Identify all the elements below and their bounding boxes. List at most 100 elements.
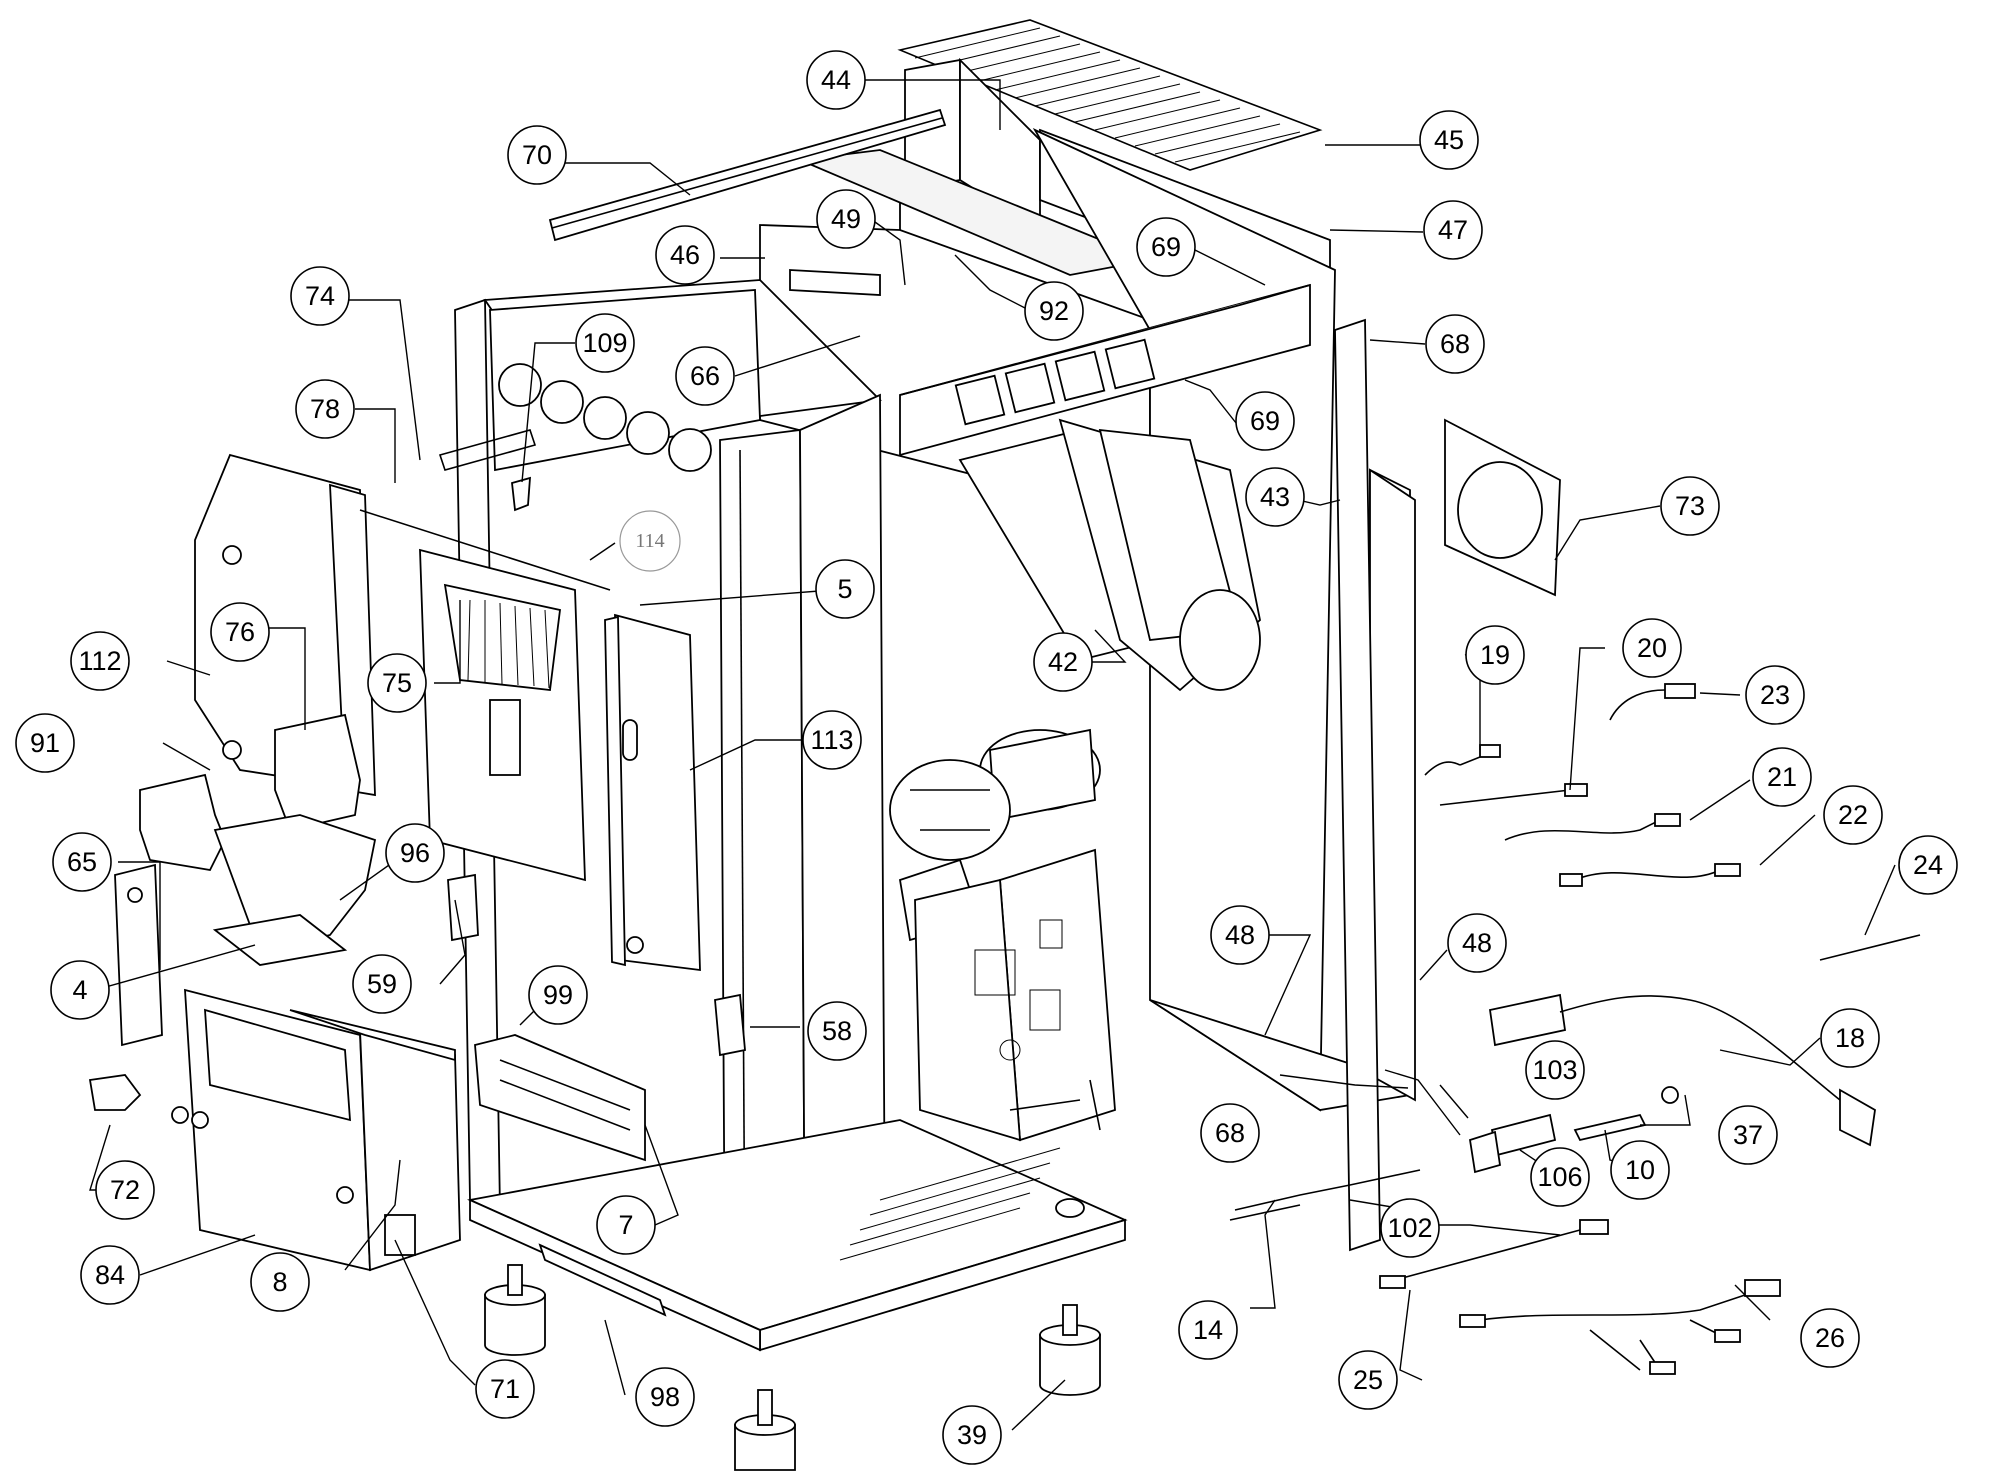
svg-text:96: 96 — [400, 838, 430, 868]
callout-76: 76 — [210, 602, 270, 662]
feet — [484, 1264, 1101, 1471]
svg-text:44: 44 — [821, 65, 851, 95]
svg-text:5: 5 — [837, 574, 852, 604]
svg-text:103: 103 — [1532, 1055, 1577, 1085]
svg-text:70: 70 — [522, 140, 552, 170]
svg-text:92: 92 — [1039, 296, 1069, 326]
svg-text:74: 74 — [305, 281, 335, 311]
svg-text:48: 48 — [1462, 928, 1492, 958]
svg-text:4: 4 — [72, 975, 87, 1005]
svg-text:106: 106 — [1537, 1162, 1582, 1192]
fan-duct-assembly — [958, 418, 1261, 692]
svg-text:48: 48 — [1225, 920, 1255, 950]
leader-lines — [89, 79, 1896, 1431]
callout-70: 70 — [507, 125, 567, 185]
svg-text:22: 22 — [1838, 800, 1868, 830]
callout-25: 25 — [1338, 1350, 1398, 1410]
callout-21: 21 — [1752, 747, 1812, 807]
callout-23: 23 — [1745, 665, 1805, 725]
callout-68: 68 — [1425, 314, 1485, 374]
hopper-assembly — [139, 713, 377, 966]
svg-text:78: 78 — [310, 394, 340, 424]
svg-text:26: 26 — [1815, 1323, 1845, 1353]
small-parts — [88, 429, 746, 1111]
svg-text:19: 19 — [1480, 640, 1510, 670]
callout-4: 4 — [50, 960, 110, 1020]
callout-71: 71 — [475, 1359, 535, 1419]
svg-text:37: 37 — [1733, 1120, 1763, 1150]
callout-8: 8 — [250, 1252, 310, 1312]
callout-39: 39 — [942, 1405, 1002, 1465]
svg-text:69: 69 — [1250, 406, 1280, 436]
callout-103: 103 — [1525, 1040, 1585, 1100]
callout-44: 44 — [806, 50, 866, 110]
callout-98: 98 — [635, 1367, 695, 1427]
ash-drawer — [171, 988, 461, 1272]
callout-20: 20 — [1622, 618, 1682, 678]
callout-73: 73 — [1660, 476, 1720, 536]
svg-text:69: 69 — [1151, 232, 1181, 262]
svg-text:23: 23 — [1760, 680, 1790, 710]
svg-text:25: 25 — [1353, 1365, 1383, 1395]
svg-text:39: 39 — [957, 1420, 987, 1450]
cross-rail-69 — [899, 283, 1311, 457]
callout-92: 92 — [1024, 281, 1084, 341]
gasket-plate-73 — [1444, 418, 1561, 597]
svg-text:49: 49 — [831, 204, 861, 234]
svg-text:91: 91 — [30, 728, 60, 758]
svg-text:8: 8 — [272, 1267, 287, 1297]
callout-113: 113 — [802, 710, 862, 770]
svg-text:21: 21 — [1767, 762, 1797, 792]
callout-label: 114 — [635, 530, 664, 552]
right-strip-68 — [1334, 318, 1381, 1252]
svg-text:58: 58 — [822, 1016, 852, 1046]
callout-91: 91 — [15, 713, 75, 773]
svg-text:59: 59 — [367, 969, 397, 999]
glass-frame — [604, 613, 701, 972]
callout-42: 42 — [1033, 632, 1093, 692]
callout-84: 84 — [80, 1245, 140, 1305]
svg-text:68: 68 — [1215, 1118, 1245, 1148]
svg-text:109: 109 — [582, 328, 627, 358]
svg-text:43: 43 — [1260, 482, 1290, 512]
callout-102: 102 — [1380, 1198, 1440, 1258]
svg-text:66: 66 — [690, 361, 720, 391]
svg-text:102: 102 — [1387, 1213, 1432, 1243]
svg-text:76: 76 — [225, 617, 255, 647]
svg-text:75: 75 — [382, 668, 412, 698]
door-112 — [194, 453, 376, 797]
callout-65: 65 — [52, 832, 112, 892]
callout-48b: 48 — [1447, 913, 1507, 973]
callout-14: 14 — [1178, 1300, 1238, 1360]
svg-text:46: 46 — [670, 240, 700, 270]
base-plate — [467, 1119, 1128, 1352]
small-parts-right — [1229, 1086, 1679, 1221]
callout-26: 26 — [1800, 1308, 1860, 1368]
callout-18: 18 — [1820, 1008, 1880, 1068]
callout-49: 49 — [816, 189, 876, 249]
callout-75: 75 — [367, 653, 427, 713]
callout-5: 5 — [815, 559, 875, 619]
callout-68b: 68 — [1200, 1103, 1260, 1163]
callout-58: 58 — [807, 1001, 867, 1061]
callout-106: 106 — [1530, 1147, 1590, 1207]
ash-pan-7 — [474, 1034, 646, 1162]
svg-text:113: 113 — [810, 725, 853, 755]
ghost-callout: 114 — [619, 510, 681, 572]
control-board — [914, 848, 1116, 1142]
callout-69: 69 — [1136, 217, 1196, 277]
svg-text:72: 72 — [110, 1175, 140, 1205]
svg-text:68: 68 — [1440, 329, 1470, 359]
callout-7: 7 — [596, 1195, 656, 1255]
svg-text:99: 99 — [543, 980, 573, 1010]
callout-24: 24 — [1898, 835, 1958, 895]
svg-text:112: 112 — [78, 646, 121, 676]
callout-19: 19 — [1465, 625, 1525, 685]
callout-69b: 69 — [1235, 391, 1295, 451]
svg-text:98: 98 — [650, 1382, 680, 1412]
svg-text:45: 45 — [1434, 125, 1464, 155]
firebox-panel — [359, 509, 611, 882]
callout-37: 37 — [1718, 1105, 1778, 1165]
